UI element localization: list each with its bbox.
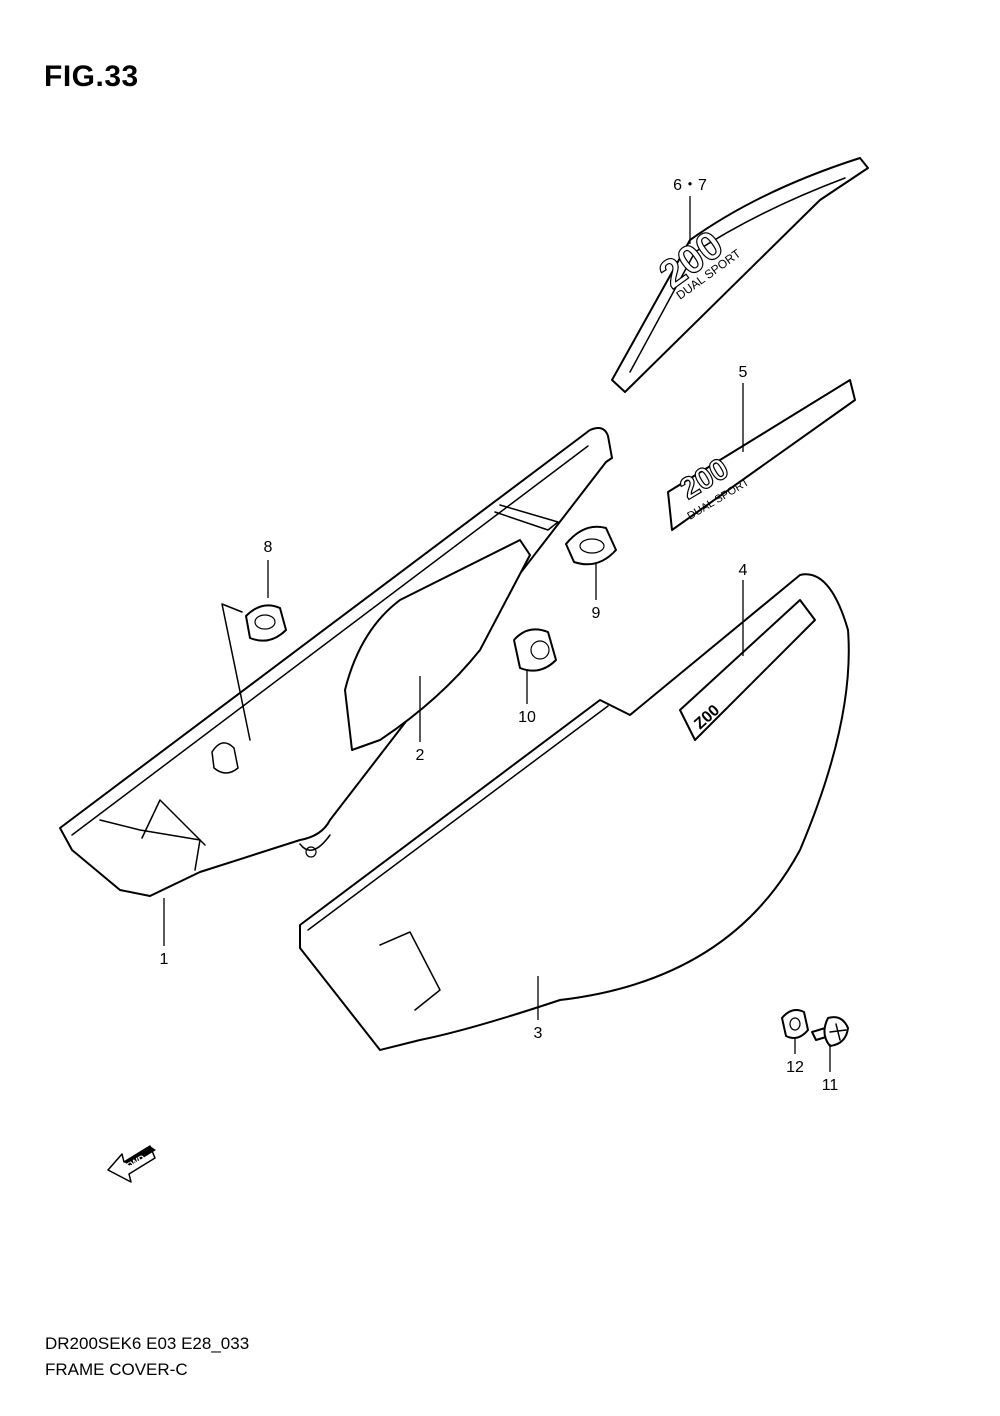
part-6-7-emblem: 200 DUAL SPORT — [611, 157, 869, 393]
part-10-spacer — [513, 628, 557, 672]
leader-lines — [163, 196, 831, 1072]
part-8-cushion — [221, 603, 287, 741]
callout-11: 11 — [822, 1077, 839, 1094]
part-12-grommet — [781, 1009, 809, 1039]
fwd-arrow-icon: FWD — [107, 1145, 156, 1183]
part-5-emblem: 200 DUAL SPORT — [667, 379, 856, 531]
figure-title: FIG.33 — [44, 60, 139, 93]
callout-12: 12 — [786, 1059, 804, 1076]
callout-10: 10 — [518, 709, 536, 726]
callout-9: 9 — [592, 605, 601, 622]
part-9-grommet — [565, 525, 617, 566]
part-2-protector — [344, 539, 531, 751]
callout-2: 2 — [416, 747, 425, 764]
callout-3: 3 — [534, 1025, 543, 1042]
callout-4: 4 — [739, 562, 748, 579]
model-code: DR200SEK6 E03 E28_033 — [45, 1334, 250, 1353]
callout-6-7: 6・7 — [673, 177, 707, 194]
callouts: 6・7 5 4 8 9 10 2 1 3 12 11 — [160, 177, 839, 1094]
callout-5: 5 — [739, 364, 748, 381]
section-name: FRAME COVER-C — [45, 1360, 188, 1379]
callout-8: 8 — [264, 539, 273, 556]
callout-1: 1 — [160, 951, 169, 968]
part-11-screw — [811, 1016, 849, 1047]
